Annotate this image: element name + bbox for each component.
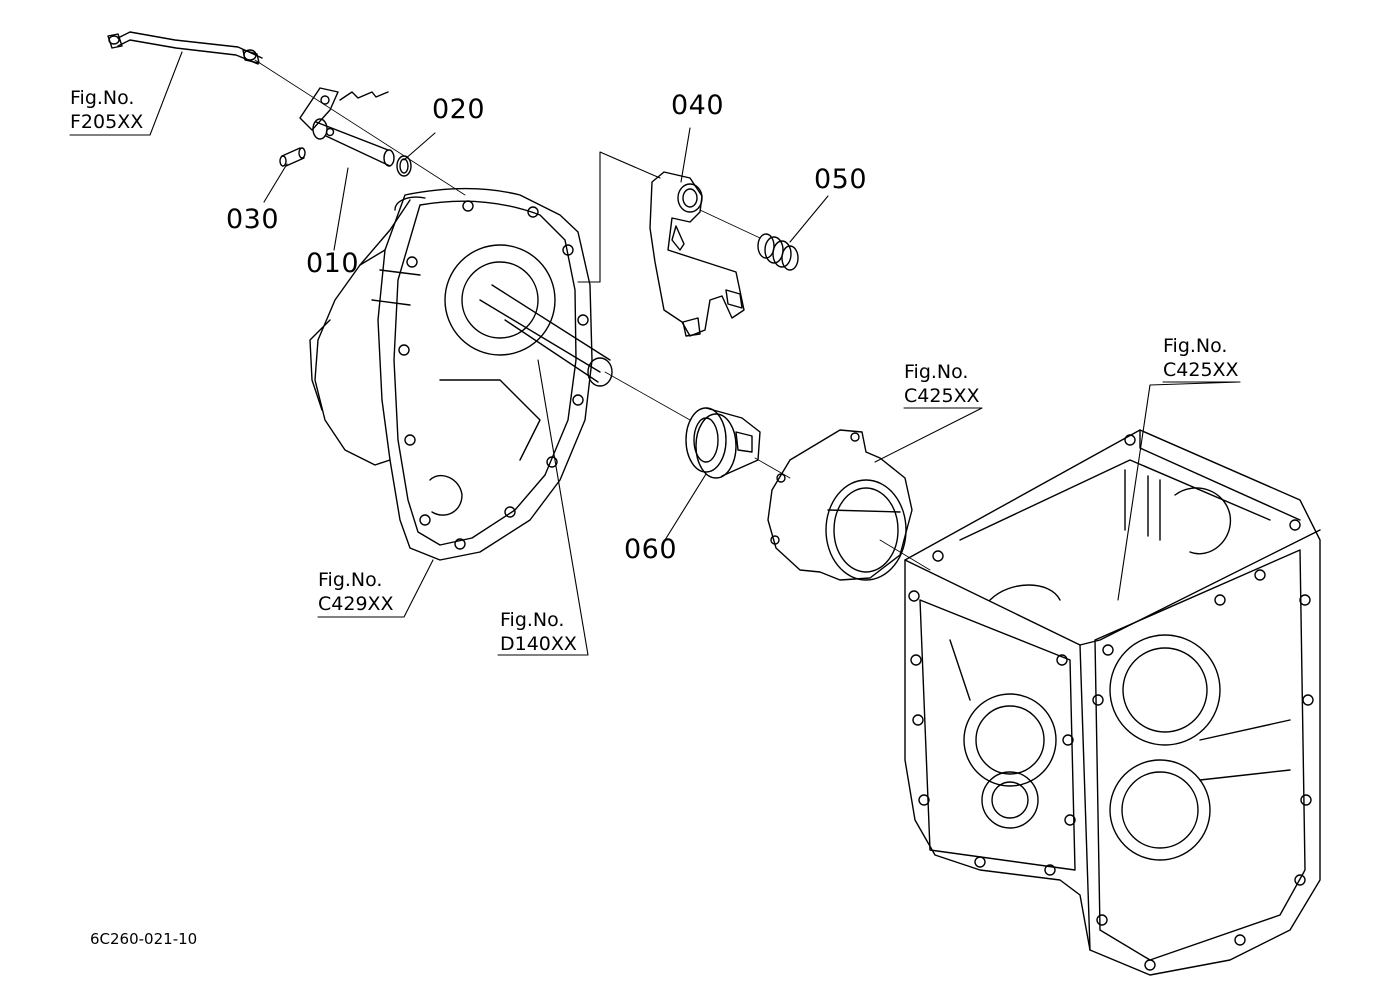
figure-ref-f205-line1: Fig.No. (70, 87, 135, 109)
main-transmission-case (904, 429, 1321, 976)
bearing-retainer (767, 429, 913, 581)
diagram-code: 6C260-021-10 (90, 930, 198, 948)
figure-ref-d140: Fig.No. D140XX (500, 608, 577, 656)
front-housing (309, 187, 613, 561)
part-020-o-ring (396, 155, 412, 177)
part-010-shift-shaft (299, 87, 395, 167)
leader-010 (333, 167, 349, 251)
part-label-050: 050 (814, 164, 868, 195)
leader-c429 (317, 559, 434, 618)
leader-c425a (874, 407, 983, 463)
figure-ref-c425-retainer: Fig.No. C425XX (904, 360, 980, 408)
figure-ref-c425-retainer-line1: Fig.No. (904, 361, 969, 383)
figure-ref-c425-case-line2: C425XX (1163, 359, 1239, 381)
part-label-060: 060 (624, 534, 678, 565)
leader-bracket (577, 151, 661, 283)
figure-ref-c429-line1: Fig.No. (318, 569, 383, 591)
leader-050 (789, 195, 829, 243)
figure-ref-f205-line2: F205XX (70, 111, 144, 133)
part-030-pin (279, 147, 306, 167)
part-label-020: 020 (432, 94, 486, 125)
leader-030 (263, 163, 288, 203)
part-label-030: 030 (226, 204, 280, 235)
assembly-axes (254, 59, 931, 571)
leader-f205 (69, 51, 183, 136)
figure-ref-c425-case: Fig.No. C425XX (1163, 334, 1239, 382)
leader-060 (664, 473, 707, 541)
figure-ref-c429: Fig.No. C429XX (318, 568, 394, 616)
figure-ref-c425-case-line1: Fig.No. (1163, 335, 1228, 357)
part-label-040: 040 (671, 90, 725, 121)
leader-040 (680, 127, 691, 183)
figure-ref-c429-line2: C429XX (318, 593, 394, 615)
linkage-rod (107, 31, 263, 65)
part-050-spring (757, 233, 799, 271)
part-label-010: 010 (306, 248, 360, 279)
figure-ref-d140-line2: D140XX (500, 633, 577, 655)
part-020-o-ring-inner (399, 158, 409, 174)
part-040-shift-fork (649, 171, 745, 337)
leader-c425b (1117, 381, 1241, 601)
figure-ref-d140-line1: Fig.No. (500, 609, 565, 631)
part-060-coupler (685, 407, 761, 479)
figure-ref-c425-retainer-line2: C425XX (904, 385, 980, 407)
figure-ref-f205: Fig.No. F205XX (70, 86, 143, 134)
leader-020 (403, 132, 436, 161)
